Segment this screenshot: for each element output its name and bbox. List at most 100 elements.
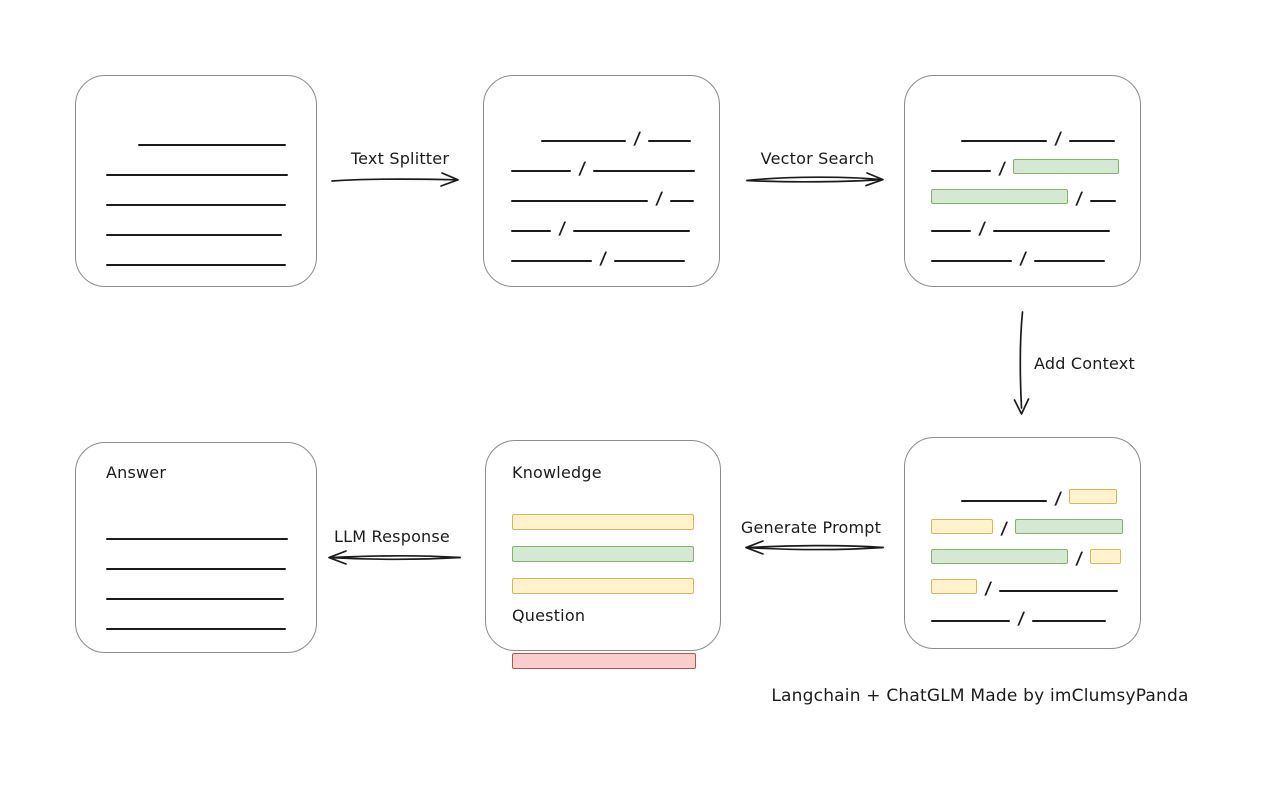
text-line [614,260,686,262]
answer-box: Answer [75,442,317,653]
yellow-highlight-bar [512,578,694,594]
vector-search-results-box: ///// [904,75,1141,287]
text-line [138,144,286,146]
text-line [931,260,1012,262]
text-line [541,140,626,142]
vector-search-label: Vector Search [760,149,875,168]
green-highlight-bar [931,549,1068,564]
slash-separator: / [1019,249,1028,269]
prompt-box: Knowledge Question [485,440,721,669]
text-line [511,230,551,232]
green-highlight-bar [1013,159,1120,174]
text-line [1034,260,1106,262]
llm-response-arrow [320,545,462,571]
text-line [511,260,592,262]
text-line [106,628,286,630]
chunk-row: / [931,504,1140,539]
text-line [670,200,695,202]
chunk-row [138,118,316,148]
text-line [961,140,1047,142]
generate-prompt-label: Generate Prompt [740,518,882,537]
text-line [106,264,286,266]
chunk-row [106,542,316,572]
chunk-row [106,148,316,178]
answer-label: Answer [106,463,167,482]
add-context-label: Add Context [1034,354,1135,373]
double-left-arrow-icon [745,540,884,555]
answer-lines [106,512,316,632]
chunk-row: / [541,114,719,149]
yellow-highlight-bar [1069,489,1118,504]
text-line [511,200,648,202]
chunk-row [106,572,316,602]
chunk-row: / [931,174,1140,209]
chunk-row: / [931,564,1140,599]
text-line [106,174,288,176]
knowledge-label: Knowledge [512,463,602,482]
question-label: Question [512,606,586,625]
down-arrow-icon [1013,311,1030,415]
chunk-row [512,637,720,669]
text-line [1090,200,1117,202]
slash-separator: / [599,249,608,269]
green-highlight-bar [1015,519,1124,534]
chunk-row [106,208,316,238]
chunk-row: / [931,204,1140,239]
llm-response-label: LLM Response [334,527,450,546]
chunk-row [106,512,316,542]
question-bar [512,637,720,669]
slash-separator: / [1017,609,1026,629]
chunk-lines: ///// [931,114,1140,269]
chunk-row [512,562,720,594]
chunk-row [512,530,720,562]
text-splitter-label: Text Splitter [350,149,450,168]
chunk-row: / [511,234,719,269]
chunk-row: / [961,474,1140,509]
source-document-box [75,75,317,287]
yellow-highlight-bar [512,514,694,530]
chunk-row [512,498,720,530]
yellow-highlight-bar [931,579,977,594]
chunk-lines: ///// [931,474,1140,629]
add-context-arrow [1006,310,1036,422]
chunk-row [106,178,316,208]
chunk-row [106,238,316,268]
text-line [993,230,1111,232]
text-line [1069,140,1116,142]
chunk-row: / [931,594,1140,629]
chunk-row [106,602,316,632]
text-line [931,230,971,232]
chunk-row: / [511,174,719,209]
text-line [999,590,1119,592]
double-left-arrow-icon [328,550,461,565]
vector-search-arrow [744,167,892,193]
document-lines [106,118,316,268]
text-line [106,538,288,540]
text-line [511,170,571,172]
chunk-row: / [931,534,1140,569]
chunk-row: / [931,234,1140,269]
text-line [961,500,1047,502]
generate-prompt-arrow [736,535,886,561]
red-highlight-bar [512,653,696,669]
yellow-highlight-bar [1090,549,1122,564]
text-line [931,170,991,172]
text-splitter-arrow [330,167,470,193]
text-line [573,230,691,232]
text-line [1032,620,1107,622]
chunk-row: / [511,204,719,239]
text-line [106,234,282,236]
green-highlight-bar [931,189,1068,204]
chunk-lines: ///// [511,114,719,269]
green-highlight-bar [512,546,694,562]
text-line [106,568,286,570]
yellow-highlight-bar [931,519,993,534]
chunk-row: / [511,144,719,179]
text-line [931,620,1010,622]
diagram-caption: Langchain + ChatGLM Made by imClumsyPand… [771,686,1189,706]
text-line [593,170,696,172]
text-line [648,140,692,142]
text-line [106,598,284,600]
chunk-row: / [961,114,1140,149]
